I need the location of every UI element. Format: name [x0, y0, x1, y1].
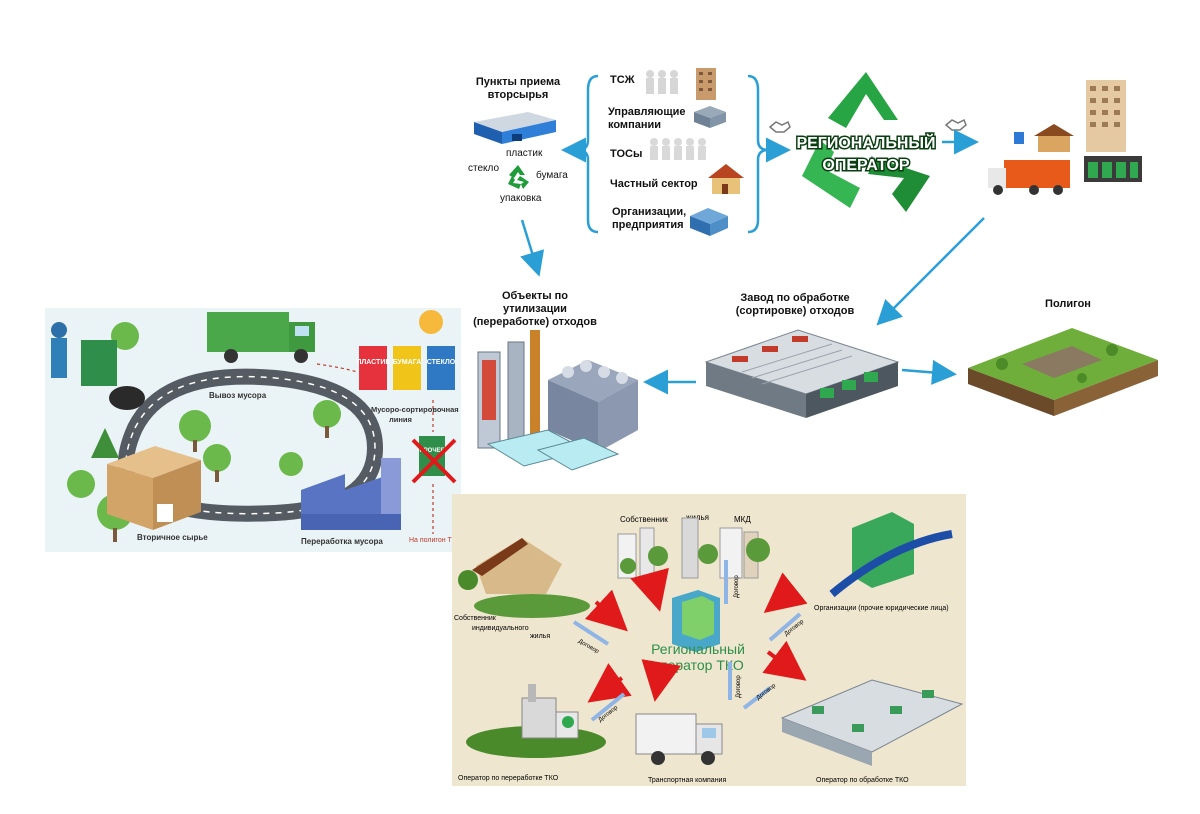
tko-operator-panel: Собственник жилья МКД Организации (прочи…	[452, 494, 966, 786]
recycling-facilities-line2: (переработке) отходов	[473, 316, 597, 328]
material-glass: стекло	[468, 163, 500, 174]
sources-bracket-left	[577, 74, 599, 234]
contract-label-bottom-right: Договор	[756, 682, 778, 701]
source-private-sector: Частный сектор	[610, 178, 698, 190]
secondary-raw-label: Вторичное сырье	[137, 533, 208, 542]
recycling-facilities-line1: Объекты по утилизации	[501, 290, 569, 315]
tko-operator-illustration: Собственник жилья МКД Организации (прочи…	[454, 512, 964, 784]
bin-paper-label: БУМАГА	[393, 359, 422, 366]
recycling-plant-illustration	[477, 330, 638, 471]
processing-operator-label: Оператор по переработке ТКО	[458, 774, 559, 782]
waste-cycle-illustration: ПЛАСТИК БУМАГА СТЕКЛО ПРОЧЕЕ Вывоз мусор…	[51, 310, 459, 546]
people-crowd-icon	[650, 138, 706, 160]
material-packaging: упаковка	[500, 193, 542, 204]
processing-label: Переработка мусора	[301, 537, 383, 546]
sorting-line-label-2: линия	[389, 415, 412, 424]
material-paper: бумага	[536, 170, 568, 181]
corporate-building-icon	[690, 208, 728, 236]
collection-points-title-line1: Пункты приема	[475, 76, 561, 88]
house-icon	[708, 164, 744, 194]
individual-owner-line1: Собственник	[454, 614, 497, 622]
contract-label-top: Договор	[734, 575, 740, 598]
regional-operator-line2: ОПЕРАТОР	[822, 157, 909, 174]
landfill-title: Полигон	[1045, 298, 1091, 310]
warehouse-icon	[474, 112, 556, 144]
recycle-small-icon	[508, 165, 529, 189]
office-building-icon	[694, 106, 726, 128]
city-buildings	[617, 517, 770, 579]
waste-cycle-panel: ПЛАСТИК БУМАГА СТЕКЛО ПРОЧЕЕ Вывоз мусор…	[45, 308, 461, 552]
source-management-companies: Управляющие компании	[608, 106, 686, 131]
individual-owner-line3: жилья	[530, 633, 550, 640]
landfill-illustration	[968, 328, 1158, 416]
arrow-to-sorting	[876, 217, 985, 326]
arrow-to-landfill	[901, 359, 957, 385]
handshake-icon-left	[768, 120, 791, 133]
transport-company-label: Транспортная компания	[648, 777, 726, 784]
contract-label-bottom: Договор	[736, 675, 742, 698]
waste-removal-label: Вывоз мусора	[209, 391, 267, 400]
recycling-facilities-title: Объекты по утилизации (переработке) отхо…	[470, 290, 600, 329]
sorting-plant-line2: (сортировке) отходов	[735, 305, 855, 317]
source-tos: ТОСы	[610, 148, 643, 160]
individual-owner-line2: индивидуального	[472, 625, 529, 632]
to-landfill-label: На полигон Т	[409, 537, 453, 544]
mkd-label: МКД	[734, 515, 751, 524]
tko-operator-logo: Региональный оператор ТКО	[651, 590, 745, 673]
owner-label: Собственник	[620, 515, 668, 524]
bin-other-label: ПРОЧЕЕ	[419, 448, 444, 454]
sorting-plant-title: Завод по обработке (сортировке) отходов	[730, 292, 860, 318]
material-plastic: пластик	[506, 148, 543, 159]
sources-block: ТСЖ Управляющие компании ТОСы Частный се…	[590, 74, 760, 234]
arrow-to-recycling	[520, 219, 545, 277]
bin-plastic-label: ПЛАСТИК	[356, 359, 390, 366]
regional-operator-logo: РЕГИОНАЛЬНЫЙ ОПЕРАТОР	[795, 72, 937, 212]
contract-label-left: Договор	[577, 639, 600, 656]
sources-bracket-right	[747, 74, 769, 234]
sorting-plant-illustration	[704, 329, 900, 418]
source-tszh: ТСЖ	[610, 74, 635, 86]
people-group-icon	[646, 68, 716, 100]
tko-operator-line1: Региональный	[651, 641, 745, 657]
sorting-line-label-1: Мусоро-сортировочная	[371, 405, 459, 414]
handshake-icon-right	[944, 118, 967, 131]
regional-operator-line1: РЕГИОНАЛЬНЫЙ	[796, 133, 935, 152]
collection-points-title: Пункты приема вторсырья	[468, 76, 568, 102]
organizations-label: Организации (прочие юридические лица)	[814, 605, 949, 612]
collection-points-title-line2: вторсырья	[487, 89, 549, 101]
source-organizations: Организации, предприятия	[612, 206, 687, 231]
treatment-operator-label: Оператор по обработке ТКО	[816, 776, 909, 784]
sorting-plant-line1: Завод по обработке	[740, 292, 850, 304]
waste-truck-cluster	[988, 80, 1142, 195]
bin-glass-label: СТЕКЛО	[427, 359, 456, 366]
